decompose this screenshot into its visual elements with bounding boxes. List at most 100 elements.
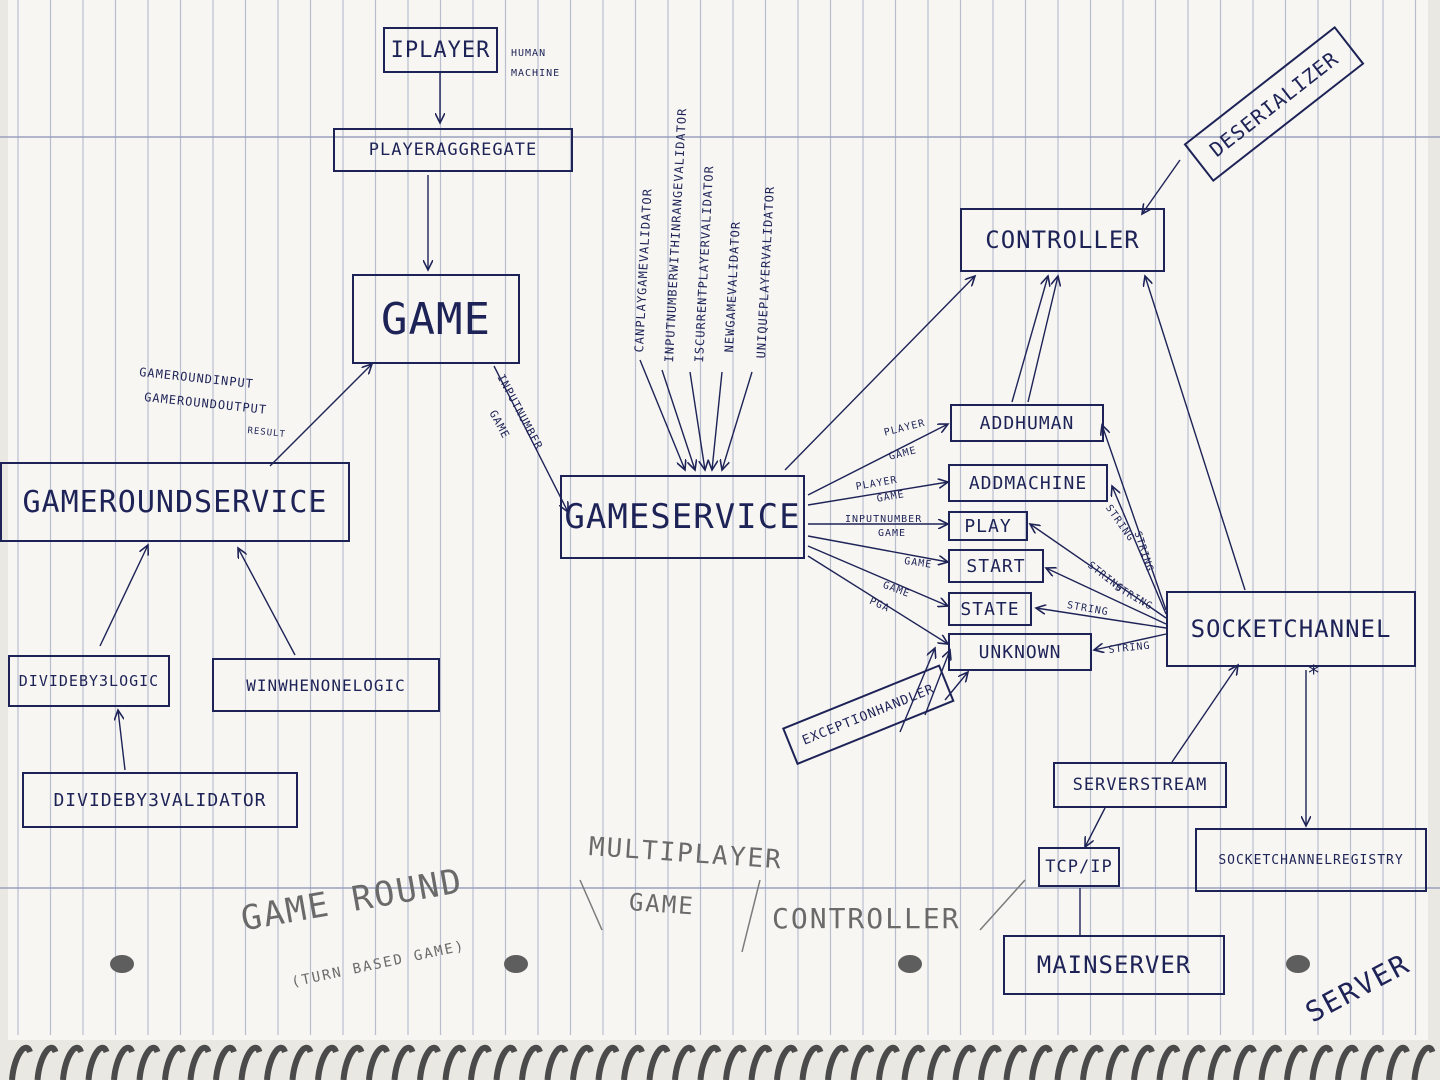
connector-arrow	[238, 548, 296, 656]
connector-arrow	[712, 371, 723, 470]
play-input-number-label: INPUTNUMBER	[845, 514, 923, 525]
spiral-coil	[340, 1044, 365, 1080]
win-when-one-logic-box: WINWHENONELOGIC	[212, 658, 440, 712]
connector-arrow	[639, 359, 685, 470]
divide-by3-logic-box: DIVIDEBY3LOGIC	[8, 655, 170, 707]
spiral-coil	[1003, 1044, 1028, 1080]
spiral-coil	[111, 1044, 135, 1080]
spiral-coil	[1233, 1044, 1257, 1080]
connector-arrow	[807, 424, 948, 496]
connector-arrow	[1036, 608, 1167, 629]
spiral-coil	[519, 1044, 543, 1080]
spiral-coil	[1105, 1044, 1130, 1080]
connector-arrow	[689, 371, 705, 470]
spiral-coil	[162, 1044, 186, 1080]
spiral-coil	[85, 1044, 110, 1080]
player-aggregate-box: PLAYERAGGREGATE	[333, 128, 573, 172]
spiral-coil	[442, 1044, 467, 1080]
spiral-coil	[1386, 1044, 1410, 1080]
spiral-coil	[366, 1044, 390, 1080]
section-multiplayer-game: GAME	[628, 888, 696, 921]
spiral-coil	[213, 1044, 237, 1080]
state-box: STATE	[948, 592, 1032, 626]
spiral-coil	[1258, 1044, 1283, 1080]
spiral-coil	[187, 1044, 212, 1080]
spiral-coil	[697, 1044, 722, 1080]
connector-arrow	[1046, 568, 1167, 625]
spiral-coil	[136, 1044, 161, 1080]
tcp-ip-box: TCP/IP	[1038, 847, 1120, 887]
add-human-box: ADDHUMAN	[950, 404, 1104, 442]
connector-arrow	[944, 672, 968, 701]
spiral-coil	[60, 1044, 84, 1080]
spiral-coil	[417, 1044, 441, 1080]
spiral-coil	[1411, 1044, 1436, 1080]
spiral-coil	[1182, 1044, 1206, 1080]
punch-hole	[1286, 955, 1310, 973]
spiral-coil	[1284, 1044, 1308, 1080]
spiral-coil	[748, 1044, 773, 1080]
spiral-coil	[774, 1044, 798, 1080]
spiral-coil	[901, 1044, 926, 1080]
game-service-box: GAMESERVICE	[560, 475, 805, 559]
connector-arrow	[1011, 276, 1048, 403]
start-box: START	[948, 549, 1044, 583]
spiral-coil	[9, 1044, 33, 1080]
section-controller: CONTROLLER	[772, 902, 961, 935]
spiral-coil	[799, 1044, 824, 1080]
connector-arrow	[1142, 159, 1181, 214]
play-box: PLAY	[948, 511, 1028, 541]
spiral-coil	[238, 1044, 263, 1080]
spiral-coil	[825, 1044, 849, 1080]
iplayer-machine-label: MACHINE	[511, 68, 561, 79]
controller-box: CONTROLLER	[960, 208, 1165, 272]
socket-channel-registry-box: SOCKETCHANNELREGISTRY	[1195, 828, 1427, 892]
spiral-coil	[1131, 1044, 1155, 1080]
spiral-coil	[34, 1044, 59, 1080]
add-machine-box: ADDMACHINE	[948, 464, 1108, 502]
connector-arrow	[1094, 633, 1167, 650]
server-stream-box: SERVERSTREAM	[1053, 762, 1227, 808]
spiral-coil	[570, 1044, 594, 1080]
connector-arrow	[99, 545, 148, 647]
punch-hole	[504, 955, 528, 973]
socket-channel-box: SOCKETCHANNEL	[1166, 591, 1416, 667]
game-box: GAME	[352, 274, 520, 364]
connector-arrow	[269, 364, 372, 467]
spiral-coil	[876, 1044, 900, 1080]
main-server-box: MAINSERVER	[1003, 935, 1225, 995]
connector-arrow	[807, 545, 948, 606]
connector-arrow	[118, 710, 126, 771]
connector-arrow	[807, 555, 948, 644]
connector-arrow	[1085, 807, 1106, 847]
connector-arrow	[1145, 276, 1246, 591]
spiral-coil	[978, 1044, 1002, 1080]
spiral-coil	[850, 1044, 875, 1080]
spiral-coil	[544, 1044, 569, 1080]
spiral-coil	[952, 1044, 977, 1080]
multiplicity-label: *	[1307, 662, 1322, 687]
punch-hole	[898, 955, 922, 973]
iplayer-box: IPLAYER	[383, 27, 498, 73]
spiral-coil	[1309, 1044, 1334, 1080]
spiral-coil	[1054, 1044, 1079, 1080]
spiral-coil	[595, 1044, 620, 1080]
connector-arrow	[807, 482, 948, 506]
spiral-coil	[468, 1044, 492, 1080]
spiral-coil	[1360, 1044, 1385, 1080]
spiral-coil	[1207, 1044, 1232, 1080]
spiral-coil	[646, 1044, 671, 1080]
spiral-coil	[289, 1044, 314, 1080]
spiral-coil	[1080, 1044, 1104, 1080]
connector-arrow	[807, 535, 948, 562]
spiral-coil	[315, 1044, 339, 1080]
connector-arrow	[1030, 524, 1167, 619]
connector-arrow	[661, 369, 695, 470]
spiral-coil	[391, 1044, 416, 1080]
spiral-coil	[927, 1044, 951, 1080]
punch-hole	[110, 955, 134, 973]
spiral-coil	[1156, 1044, 1181, 1080]
spiral-coil	[1029, 1044, 1053, 1080]
iplayer-human-label: HUMAN	[511, 48, 547, 59]
spiral-coil	[621, 1044, 645, 1080]
